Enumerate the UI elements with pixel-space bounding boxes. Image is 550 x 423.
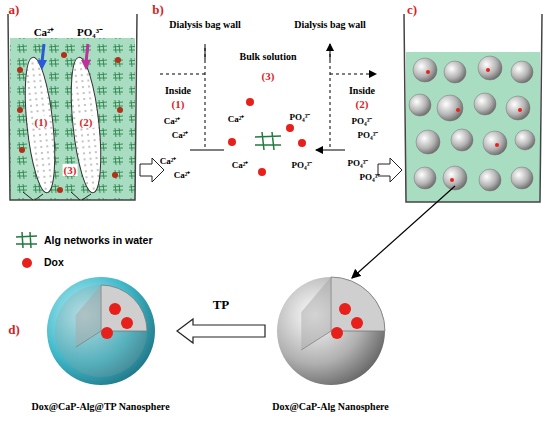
callout-number: (1): [172, 98, 185, 110]
ion-label: PO₄³⁻: [360, 173, 381, 183]
region-label: Inside: [165, 85, 191, 96]
ion-label: Ca²⁺: [160, 157, 177, 167]
coated-nanosphere: [45, 275, 157, 387]
node-caption: Dox@CaP-Alg Nanosphere: [269, 401, 392, 412]
ion-label: Ca²⁺: [172, 131, 189, 141]
ion-label: Ca²⁺: [228, 115, 245, 125]
ion-label: Ca²⁺: [232, 161, 249, 171]
panel-letter: c): [407, 3, 417, 17]
legend-text: Dox: [44, 256, 64, 268]
wall-label: Dialysis bag wall: [169, 19, 241, 30]
callout-number: (2): [79, 116, 94, 128]
network-symbol: [16, 232, 37, 248]
ion-label: Ca²⁺: [164, 117, 181, 127]
ion-label: Ca²⁺: [174, 171, 191, 181]
legend-text: Alg networks in water: [44, 234, 153, 246]
edge-label: TP: [213, 298, 230, 312]
callout-number: (1): [34, 116, 49, 128]
callout-number: (3): [63, 164, 78, 176]
panel-letter: d): [8, 323, 20, 337]
ion-label: PO₄³⁻: [358, 131, 379, 141]
ion-label: PO₄³⁻: [352, 117, 373, 127]
wall-label: Dialysis bag wall: [294, 19, 366, 30]
callout-number: (3): [262, 70, 275, 82]
ion-label: PO₄³⁻: [290, 113, 311, 123]
panel-letter: a): [9, 3, 20, 17]
callout-number: (2): [356, 98, 369, 110]
nanosphere-node: Dox@CaP-Alg@TP Nanosphere: [28, 275, 173, 412]
panel-letter: b): [152, 3, 164, 17]
region-label: Bulk solution: [240, 51, 297, 62]
ion-label: Ca²⁺: [34, 26, 55, 38]
ion-label: PO₄³⁻: [348, 159, 369, 169]
ion-label: PO₄³⁻: [292, 161, 313, 171]
region-label: Inside: [349, 85, 375, 96]
node-caption: Dox@CaP-Alg@TP Nanosphere: [28, 401, 173, 412]
block-arrow: [177, 319, 265, 343]
legend-swatch: [22, 258, 32, 268]
ion-label: PO₄³⁻: [77, 26, 103, 38]
nanosphere: [275, 275, 387, 387]
nanosphere-node: Dox@CaP-Alg Nanosphere: [269, 275, 392, 412]
